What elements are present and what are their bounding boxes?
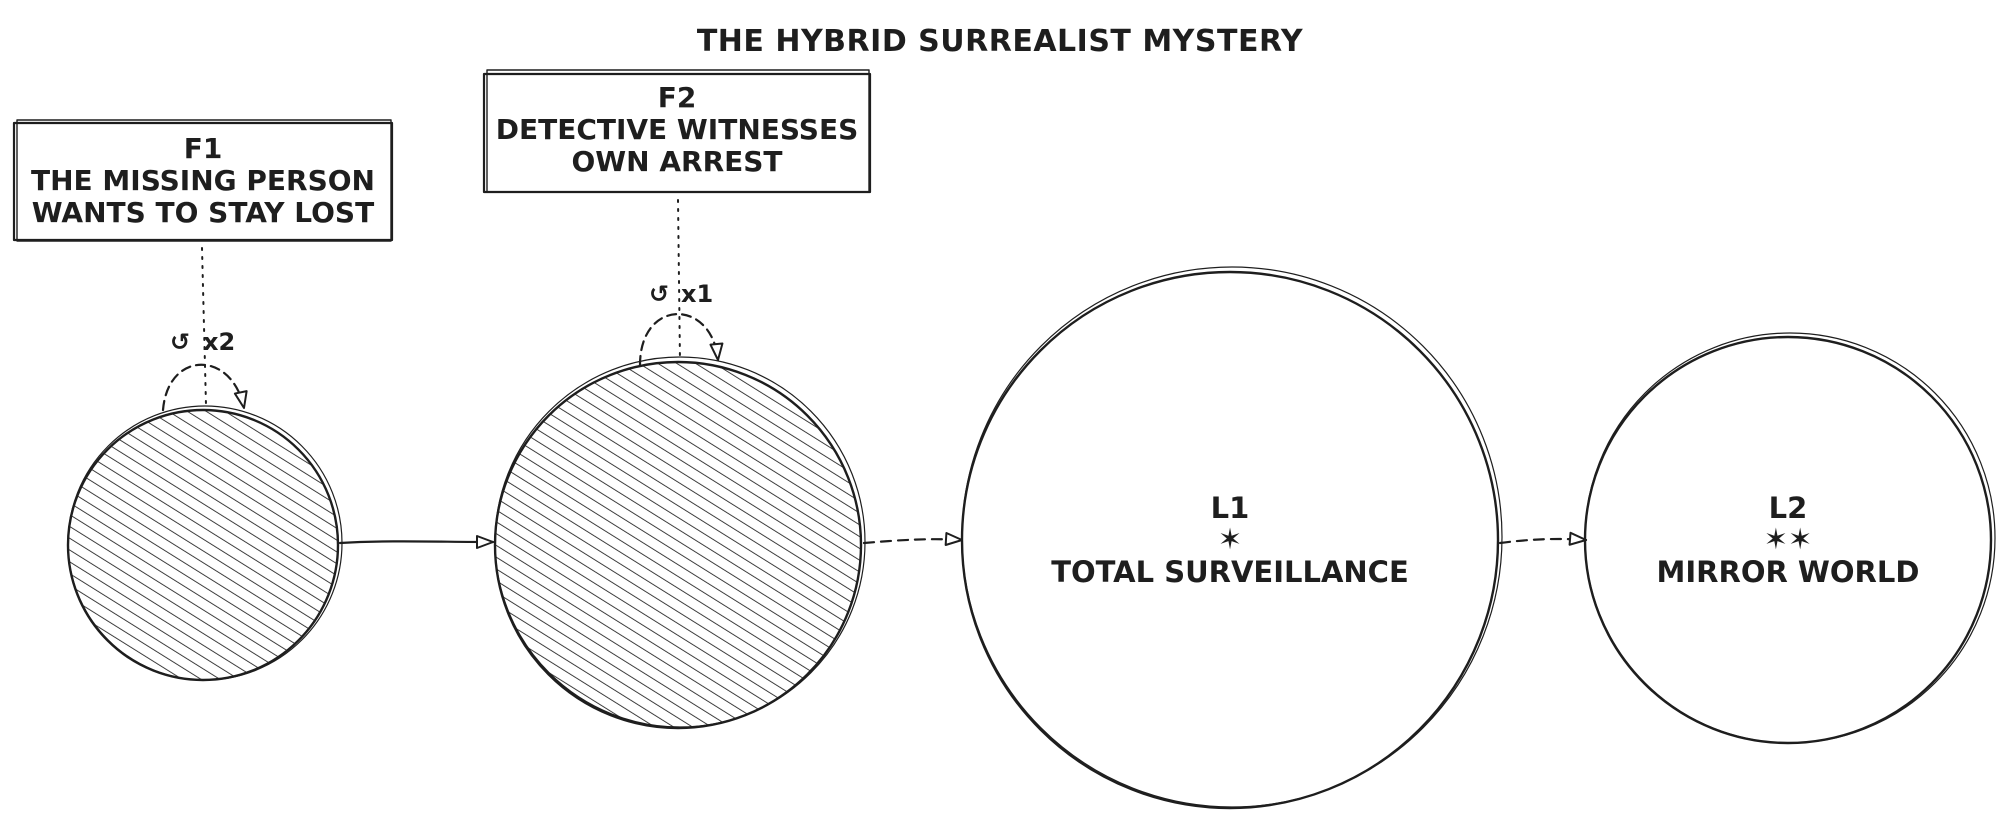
repeat-symbol-icon: ↺ [649, 280, 669, 308]
f1-line-2: WANTS TO STAY LOST [32, 196, 374, 229]
node-l1-total-surveillance[interactable]: L1 ✶ TOTAL SURVEILLANCE [960, 266, 1503, 810]
annotation-box-f1[interactable]: F1 THE MISSING PERSON WANTS TO STAY LOST [12, 119, 394, 242]
repeat-loop-f2: ↺ x1 [638, 280, 724, 367]
connector-node2-to-l1 [862, 532, 964, 546]
repeat-count-f1: x2 [203, 328, 235, 356]
annotation-box-f2[interactable]: F2 DETECTIVE WITNESSES OWN ARREST [482, 69, 872, 194]
f2-line-2: OWN ARREST [571, 145, 782, 178]
connector-node1-to-node2 [338, 534, 495, 549]
repeat-symbol-icon: ↺ [170, 328, 190, 356]
f2-code: F2 [658, 81, 697, 114]
l1-code: L1 [1211, 491, 1250, 525]
diagram-title: THE HYBRID SURREALIST MYSTERY [697, 24, 1304, 59]
node-1-hatched[interactable] [66, 405, 343, 682]
f2-line-1: DETECTIVE WITNESSES [496, 113, 859, 146]
node-l2-mirror-world[interactable]: L2 ✶✶ MIRROR WORLD [1583, 332, 1996, 745]
f1-line-1: THE MISSING PERSON [31, 164, 375, 197]
l2-code: L2 [1769, 491, 1808, 525]
node-2-hatched[interactable] [493, 356, 866, 730]
repeat-loop-f1: ↺ x2 [161, 328, 248, 412]
repeat-count-f2: x1 [681, 280, 713, 308]
f2-leader-line [677, 199, 681, 363]
l2-stars-icon: ✶✶ [1764, 522, 1813, 556]
f1-code: F1 [184, 132, 223, 165]
connector-l1-to-l2 [1498, 531, 1588, 546]
l2-name: MIRROR WORLD [1657, 555, 1920, 589]
l1-star-icon: ✶ [1218, 522, 1242, 556]
f1-leader-line [201, 247, 207, 406]
l1-name: TOTAL SURVEILLANCE [1051, 555, 1409, 589]
